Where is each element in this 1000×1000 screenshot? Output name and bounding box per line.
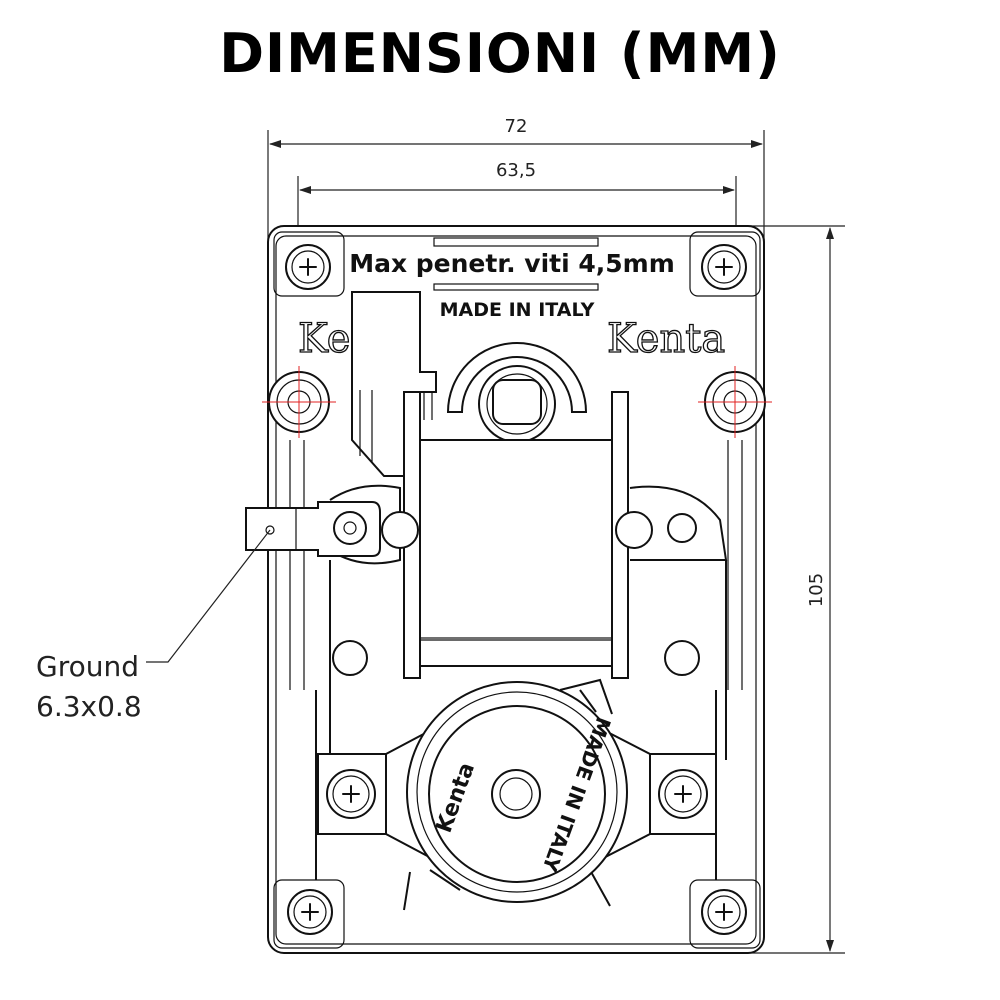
screw-icon [701, 244, 747, 290]
rotor-cap: Kenta MADE IN ITALY [406, 681, 628, 903]
screw-icon [701, 889, 747, 935]
ground-label: Ground [36, 650, 139, 683]
dimension-label-63-5: 63,5 [496, 160, 536, 181]
stator-lobes [315, 484, 728, 880]
mounting-hole-right [698, 366, 772, 438]
max-penetration-text: Max penetr. viti 4,5mm [349, 249, 675, 278]
coil [403, 391, 629, 679]
ground-terminal [245, 501, 381, 557]
screw-icon [326, 769, 376, 819]
ground-callout: Ground 6.3x0.8 [36, 529, 271, 723]
screw-icon [285, 244, 331, 290]
screw-icon [287, 889, 333, 935]
dimension-width-72: 72 [267, 116, 765, 250]
dimension-label-72: 72 [505, 116, 528, 137]
ground-spec-label: 6.3x0.8 [36, 690, 142, 723]
dimension-height-105: 105 [740, 225, 845, 954]
page-title: DIMENSIONI (MM) [219, 22, 781, 85]
dimension-label-105: 105 [806, 573, 827, 607]
brand-right-text: Kenta [607, 316, 725, 362]
screw-icon [658, 769, 708, 819]
mounting-hole-left [262, 366, 336, 438]
made-in-italy-top-text: MADE IN ITALY [440, 299, 595, 321]
